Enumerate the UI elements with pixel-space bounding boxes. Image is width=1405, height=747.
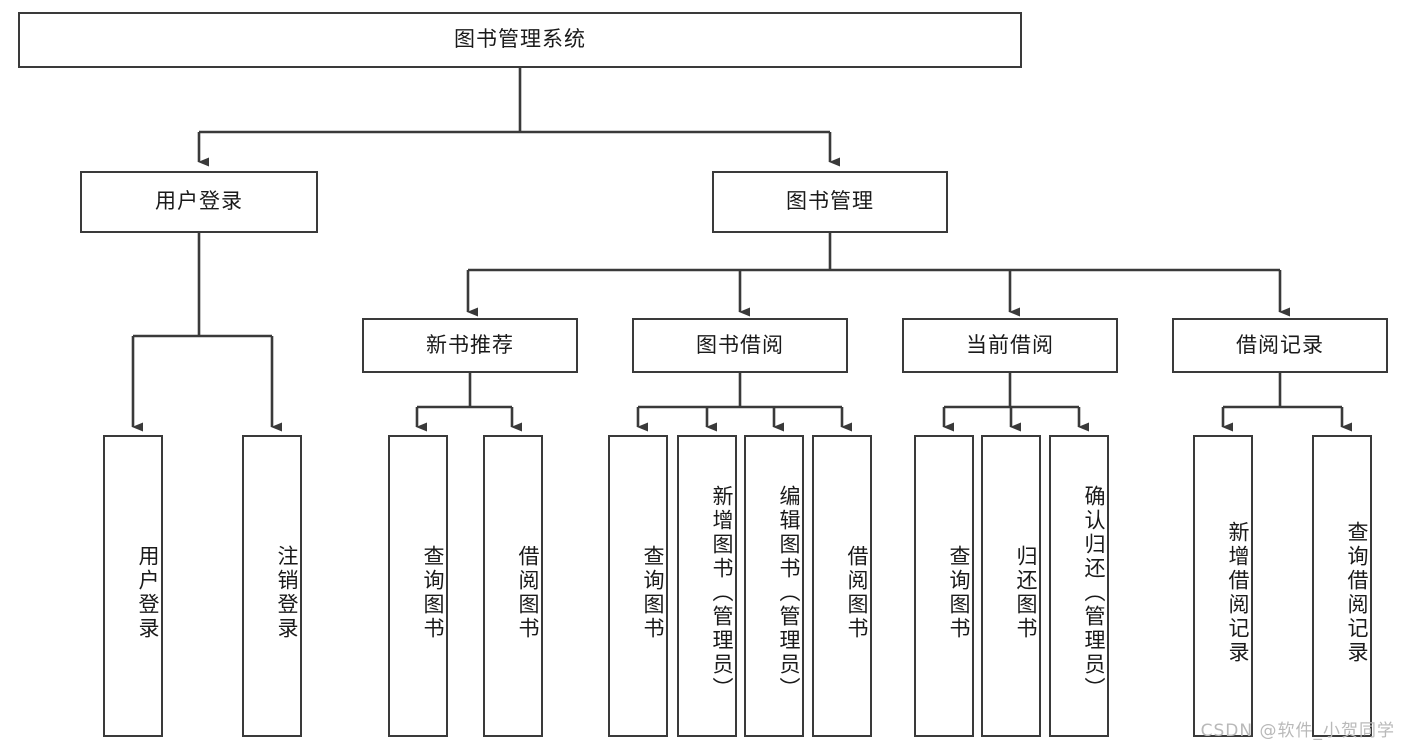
node-current-borrow[interactable]: 当前借阅	[902, 318, 1118, 373]
node-leaf-edit-book-label: 编辑图书（管理员）	[777, 485, 801, 701]
node-book-management-label: 图书管理	[786, 189, 874, 214]
node-borrow-record-label: 借阅记录	[1236, 332, 1324, 357]
node-leaf-return-book-label: 归还图书	[1014, 545, 1038, 641]
node-borrow-record[interactable]: 借阅记录	[1172, 318, 1388, 373]
node-user-login[interactable]: 用户登录	[80, 171, 318, 233]
watermark-text: CSDN @软件_小贺同学	[1200, 721, 1395, 741]
node-leaf-query-book-2-label: 查询图书	[641, 545, 665, 641]
node-leaf-query-book-3[interactable]: 查询图书	[914, 435, 974, 737]
node-root[interactable]: 图书管理系统	[18, 12, 1022, 68]
node-leaf-query-book-2[interactable]: 查询图书	[608, 435, 668, 737]
node-book-management[interactable]: 图书管理	[712, 171, 948, 233]
node-leaf-query-record-label: 查询借阅记录	[1345, 521, 1369, 665]
node-leaf-user-login-label: 用户登录	[136, 545, 160, 641]
node-current-borrow-label: 当前借阅	[966, 332, 1054, 357]
node-leaf-query-record[interactable]: 查询借阅记录	[1312, 435, 1372, 737]
node-leaf-logout[interactable]: 注销登录	[242, 435, 302, 737]
node-leaf-query-book-3-label: 查询图书	[947, 545, 971, 641]
node-leaf-return-book[interactable]: 归还图书	[981, 435, 1041, 737]
node-book-borrow[interactable]: 图书借阅	[632, 318, 848, 373]
node-leaf-logout-label: 注销登录	[275, 545, 299, 641]
node-new-book-recommend-label: 新书推荐	[426, 332, 514, 357]
node-new-book-recommend[interactable]: 新书推荐	[362, 318, 578, 373]
node-leaf-borrow-book-1-label: 借阅图书	[516, 545, 540, 641]
node-leaf-add-book-label: 新增图书（管理员）	[710, 485, 734, 701]
node-leaf-confirm-return-label: 确认归还（管理员）	[1082, 485, 1106, 701]
node-leaf-query-book-1-label: 查询图书	[421, 545, 445, 641]
node-root-label: 图书管理系统	[454, 27, 586, 52]
node-leaf-add-book[interactable]: 新增图书（管理员）	[677, 435, 737, 737]
node-leaf-borrow-book-2-label: 借阅图书	[845, 545, 869, 641]
node-leaf-borrow-book-1[interactable]: 借阅图书	[483, 435, 543, 737]
node-leaf-edit-book[interactable]: 编辑图书（管理员）	[744, 435, 804, 737]
node-book-borrow-label: 图书借阅	[696, 332, 784, 357]
node-leaf-add-record-label: 新增借阅记录	[1226, 521, 1250, 665]
node-leaf-user-login[interactable]: 用户登录	[103, 435, 163, 737]
node-leaf-borrow-book-2[interactable]: 借阅图书	[812, 435, 872, 737]
node-leaf-confirm-return[interactable]: 确认归还（管理员）	[1049, 435, 1109, 737]
node-leaf-add-record[interactable]: 新增借阅记录	[1193, 435, 1253, 737]
node-leaf-query-book-1[interactable]: 查询图书	[388, 435, 448, 737]
node-user-login-label: 用户登录	[155, 189, 243, 214]
